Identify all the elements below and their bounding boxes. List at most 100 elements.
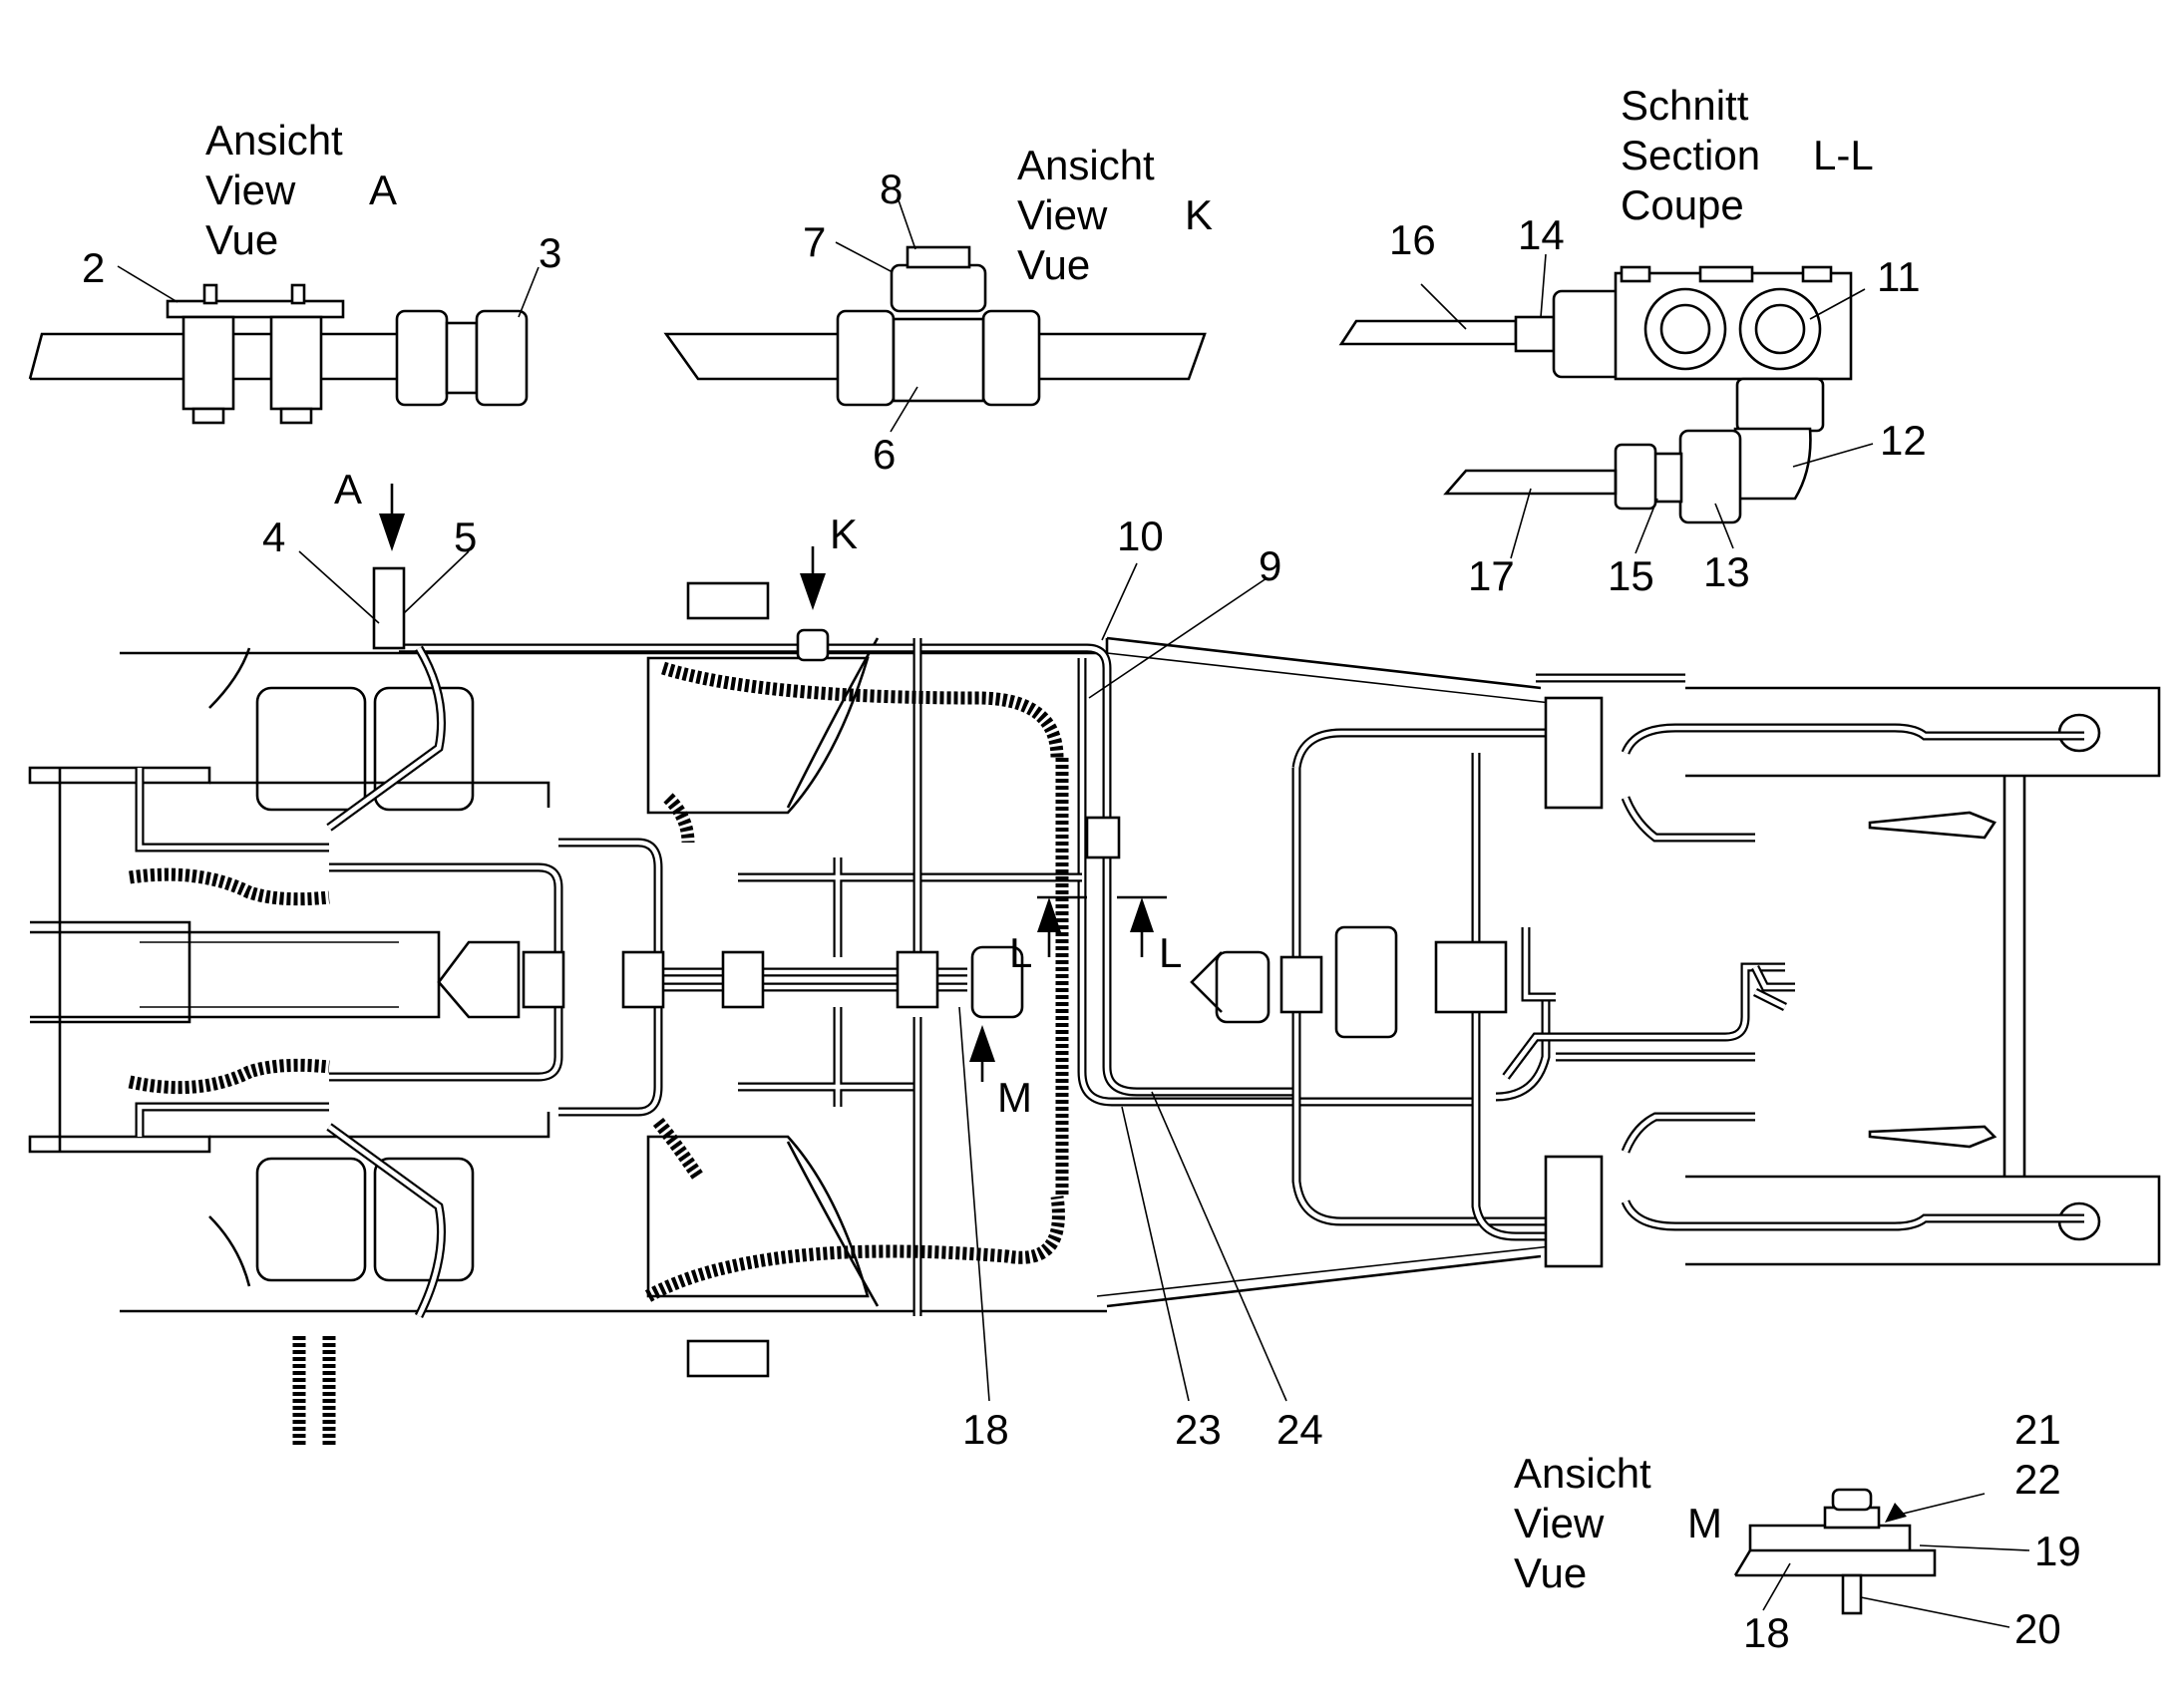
callout-5: 5 [454, 513, 477, 560]
section-l-bolt [1801, 265, 1833, 283]
view-a-bracket [166, 299, 345, 319]
manifold-upper [1544, 696, 1604, 810]
pipe-valve-links-core [1504, 927, 1596, 1079]
view-a-stud [202, 283, 218, 305]
hose-lower [644, 1196, 1065, 1302]
marker-m: M [997, 1074, 1032, 1121]
pipe-left-diagonal [326, 645, 446, 1319]
manifold-lower [1544, 1155, 1604, 1268]
hose-upper [661, 661, 1064, 759]
callout-17: 17 [1468, 552, 1515, 599]
view-a-caption-line1: Ansicht [205, 117, 343, 164]
pipe-left-loop-core [329, 864, 561, 1080]
view-m-caption-line3: Vue [1514, 1549, 1587, 1596]
callout-14: 14 [1518, 211, 1565, 258]
bottom-mount-plate [686, 1339, 770, 1378]
hose-set [128, 661, 1069, 1446]
section-l-adapter [1735, 377, 1825, 433]
frame-rails [209, 781, 550, 1139]
top-mount-plate [686, 581, 770, 620]
pipe-right-outputs-core [1752, 965, 1795, 1010]
callout-3: 3 [539, 229, 561, 276]
boom-plate-lower [646, 1135, 870, 1298]
left-track-lower [28, 1135, 211, 1154]
leader-5 [403, 550, 470, 614]
view-a-caption-line3: Vue [205, 216, 278, 263]
view-a-arrow-head [379, 513, 405, 551]
right-frame-spike-upper [1868, 811, 1997, 840]
section-l-nut [1552, 289, 1626, 379]
pipe-right-lower [1621, 1199, 2084, 1231]
marker-a: A [334, 466, 362, 512]
left-mount [30, 920, 191, 1024]
valve-block [1279, 955, 1323, 1014]
hose-bottom-left [292, 1336, 336, 1446]
frame-taper [1106, 636, 1542, 1308]
pipe-left-ends-core [137, 768, 329, 1137]
leader-7 [835, 241, 894, 273]
pipe-network [135, 638, 2084, 1319]
callout-21: 21 [2014, 1406, 2061, 1453]
marker-l-right: L [1159, 929, 1182, 976]
clamp-plate [1215, 950, 1271, 1024]
section-l-bolt [1620, 265, 1651, 283]
leader-14 [1540, 253, 1547, 318]
valve-blocks [372, 566, 1604, 1378]
boom-plate-upper [646, 656, 870, 815]
view-a-caption-line2: View [205, 167, 296, 213]
section-l-port-right-inner [1754, 303, 1806, 355]
callout-24: 24 [1276, 1406, 1323, 1453]
section-l-elbow-12 [1733, 427, 1812, 501]
leader-24 [1151, 1091, 1287, 1402]
leader-12 [1792, 443, 1874, 468]
section-arrow-left-head [1037, 897, 1061, 932]
pipe-left-diagonal-core [327, 646, 444, 1318]
section-l-nut-13 [1678, 429, 1742, 524]
pipe-manifold-feed-core [558, 840, 967, 1115]
view-k-tee-nut-left [836, 309, 896, 407]
view-m-stud-20 [1841, 1573, 1863, 1615]
leader-17 [1510, 488, 1532, 559]
callout-20: 20 [2014, 1605, 2061, 1652]
leader-lines [117, 196, 2030, 1628]
pipe-upper-right-core [1293, 675, 1685, 769]
view-m-caption-line1: Ansicht [1514, 1450, 1651, 1497]
view-k-tee-body [892, 317, 985, 403]
section-l-caption-line2: Section [1621, 132, 1760, 178]
view-k-tee-nut-right [981, 309, 1041, 407]
callout-6: 6 [873, 431, 896, 478]
leader-11 [1809, 288, 1866, 320]
section-l-port-left-inner [1659, 303, 1711, 355]
pipe-mid-core [738, 857, 1082, 1107]
pipe-24-core [1473, 753, 1556, 1239]
callout-2: 2 [82, 244, 105, 291]
clamp-plate-18 [970, 945, 1024, 1019]
pipe-right-lower-core [1623, 1200, 2084, 1229]
view-a-letter: A [369, 167, 397, 213]
pipe-right-center-core [1495, 964, 1785, 1100]
view-a-nut [445, 321, 479, 395]
callout-8: 8 [880, 166, 903, 212]
leader-21-22-head [1885, 1503, 1907, 1523]
section-l-detail: Schnitt Section Coupe L-L [1338, 82, 1874, 524]
leader-16 [1420, 283, 1467, 330]
view-a-clamp [182, 315, 235, 411]
view-a-nut [395, 309, 449, 407]
frame-window [255, 1157, 367, 1282]
view-k-caption-line2: View [1017, 191, 1108, 238]
leader-20 [1860, 1596, 2010, 1628]
view-a-bolt [191, 407, 225, 425]
callout-22: 22 [2014, 1456, 2061, 1503]
callout-4: 4 [262, 513, 285, 560]
view-k-arrow-head [800, 573, 826, 610]
top-post [372, 566, 406, 650]
valve-block [621, 950, 665, 1009]
view-m-detail: Ansicht View Vue M [1514, 1450, 1937, 1615]
frame-window [373, 1157, 475, 1282]
leader-23 [1121, 1106, 1190, 1402]
pipe-right-upper [1621, 723, 2084, 755]
view-k-plug [906, 245, 971, 269]
callout-9: 9 [1259, 542, 1281, 589]
view-m-arrow-head [969, 1025, 995, 1062]
